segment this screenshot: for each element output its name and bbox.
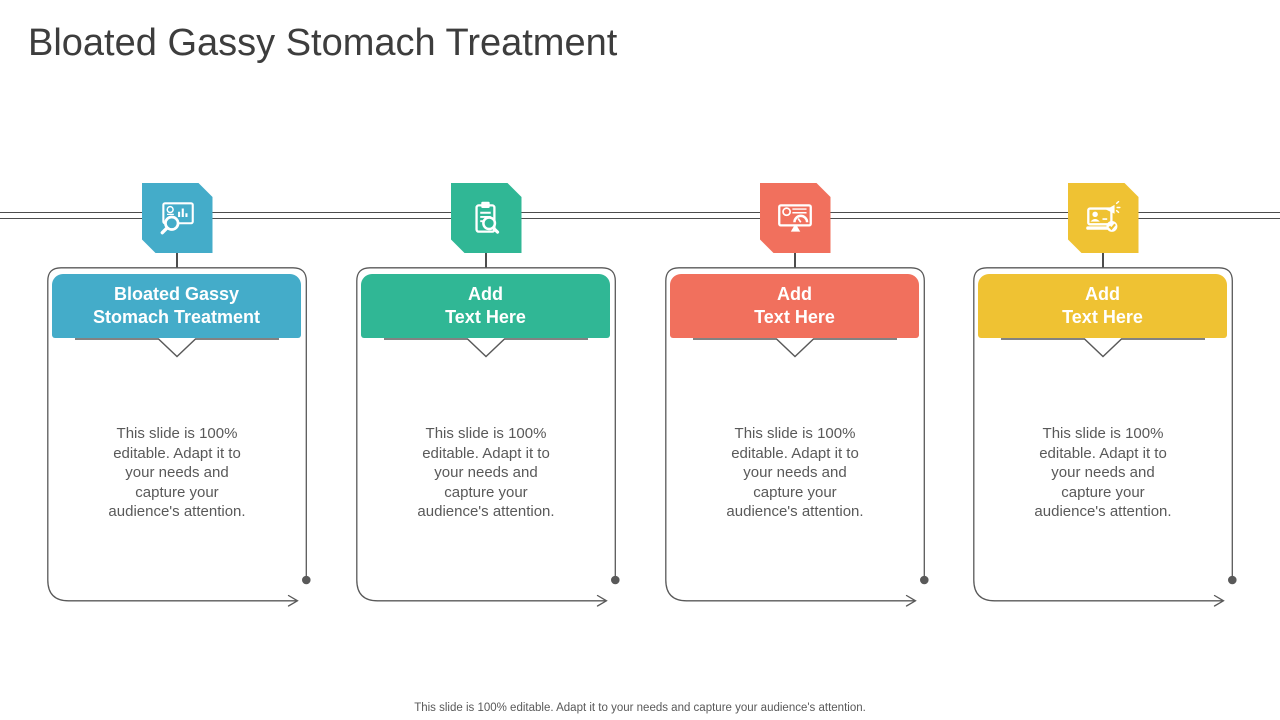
card-body-text: This slide is 100% editable. Adapt it to…	[726, 425, 864, 520]
timeline-bar	[0, 212, 1280, 219]
card-header: Add Text Here	[361, 274, 610, 338]
card-header: Bloated Gassy Stomach Treatment	[52, 274, 301, 338]
card-header-line1: Add	[1085, 284, 1120, 304]
laptop-announcement-check-icon	[1086, 200, 1121, 232]
card-header: Add Text Here	[670, 274, 919, 338]
callout-pointer-line	[1001, 338, 1205, 358]
step-badge-4	[1067, 183, 1139, 253]
timeline-end-dot	[302, 575, 311, 585]
callout-pointer-line	[693, 338, 897, 358]
card-outline-arrow	[665, 267, 929, 607]
footer-note: This slide is 100% editable. Adapt it to…	[414, 702, 866, 714]
card-header-line1: Add	[468, 284, 503, 304]
timeline-end-dot	[611, 575, 620, 585]
card-body-text: This slide is 100% editable. Adapt it to…	[417, 425, 555, 520]
clipboard-search-icon	[475, 201, 500, 234]
card-header-line1: Add	[777, 284, 812, 304]
card-header-line1: Bloated Gassy	[113, 284, 240, 304]
card-outline-arrow	[973, 267, 1237, 607]
process-card-2: Add Text Here This slide is 100% editabl…	[356, 267, 620, 607]
timeline-end-dot	[1228, 575, 1237, 585]
callout-pointer-line	[384, 338, 588, 358]
card-header-line2: Text Here	[754, 307, 835, 327]
card-header-line2: Text Here	[1062, 307, 1143, 327]
card-outline-arrow	[47, 267, 311, 607]
card-body-text: This slide is 100% editable. Adapt it to…	[1034, 425, 1172, 520]
callout-pointer-line	[75, 338, 279, 358]
timeline-end-dot	[920, 575, 929, 585]
connector-line	[485, 253, 487, 268]
card-header-line2: Stomach Treatment	[92, 307, 261, 327]
process-card-4: Add Text Here This slide is 100% editabl…	[973, 267, 1237, 607]
process-card-1: Bloated Gassy Stomach Treatment This sli…	[47, 267, 311, 607]
card-header-line2: Text Here	[445, 307, 526, 327]
presentation-chart-search-icon	[160, 202, 194, 235]
step-badge-2	[450, 183, 522, 253]
connector-line	[794, 253, 796, 268]
connector-line	[176, 253, 178, 268]
connector-line	[1102, 253, 1104, 268]
card-outline-arrow	[356, 267, 620, 607]
step-badge-1	[141, 183, 213, 253]
process-card-3: Add Text Here This slide is 100% editabl…	[665, 267, 929, 607]
step-badge-3	[759, 183, 831, 253]
card-header: Add Text Here	[978, 274, 1227, 338]
dashboard-monitor-icon	[778, 204, 812, 232]
page-title: Bloated Gassy Stomach Treatment	[28, 22, 618, 64]
card-body-text: This slide is 100% editable. Adapt it to…	[108, 425, 246, 520]
